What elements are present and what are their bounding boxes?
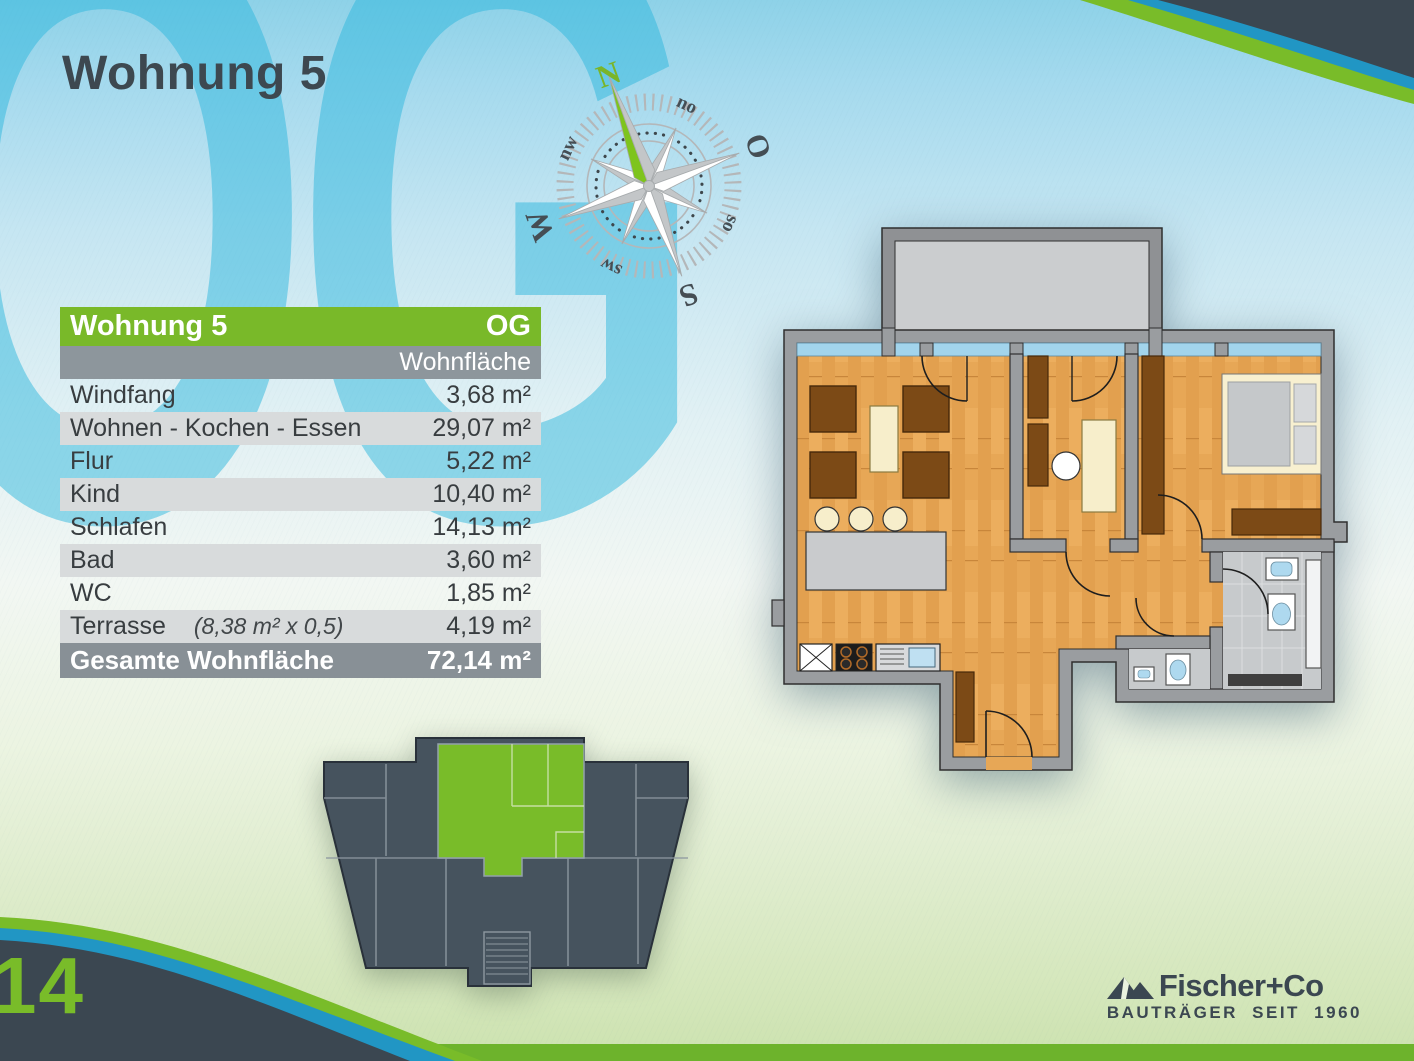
coffee-table <box>869 405 899 473</box>
kitchen-counter <box>805 531 947 591</box>
building-overview-plan <box>323 737 689 987</box>
table-floor-badge: OG <box>485 310 531 342</box>
corner-decoration-top-right <box>1080 0 1414 104</box>
apartment-interior-walls <box>511 744 584 858</box>
pillow <box>1293 383 1317 423</box>
desk <box>1081 419 1117 513</box>
table-subheader: Wohnfläche <box>60 346 541 379</box>
compass-rose-icon: N O S W no so sw nw <box>518 55 779 315</box>
terrace <box>881 227 1163 333</box>
living-room-furniture <box>809 385 950 499</box>
page-title: Wohnung 5 <box>62 47 327 100</box>
wall-notch <box>771 599 785 627</box>
column-header: Wohnfläche <box>399 348 531 376</box>
table-header: Wohnung 5 OG <box>60 307 541 346</box>
duvet <box>1227 381 1291 467</box>
wc-room <box>1129 649 1210 689</box>
window-strip <box>796 342 1322 357</box>
company-logo: Fischer+Co BAUTRÄGER SEIT 1960 <box>1106 968 1362 1022</box>
entry-area <box>955 671 1033 770</box>
interior-walls <box>1009 353 1335 690</box>
compass-label-n: N <box>591 55 625 95</box>
company-tagline: BAUTRÄGER SEIT 1960 <box>1106 1003 1362 1022</box>
main-floor-plan <box>771 227 1348 771</box>
compass-label-s: S <box>675 276 703 315</box>
compass-label-sw: sw <box>597 253 625 281</box>
roof-icon <box>1106 977 1154 999</box>
compass-label-no: no <box>673 91 700 119</box>
table-title: Wohnung 5 <box>70 310 228 342</box>
pillow <box>1293 425 1317 465</box>
company-name: Fischer+Co <box>1158 968 1324 1003</box>
highlighted-apartment <box>437 743 585 877</box>
bedroom-furniture <box>1141 355 1322 536</box>
door-arcs <box>921 355 1269 637</box>
compass-label-so: so <box>717 212 743 236</box>
compass-label-nw: nw <box>553 132 582 163</box>
window-mullions <box>881 327 1229 357</box>
compass-label-w: W <box>518 205 561 246</box>
compass-north-needle <box>608 74 656 188</box>
bath-mat <box>1228 674 1302 686</box>
table-row: Terrasse (8,38 m² x 0,5) 4,19 m² <box>60 610 541 643</box>
bedroom-wardrobe <box>1141 355 1165 535</box>
bathroom <box>1223 552 1322 689</box>
compass-label-o: O <box>738 129 779 164</box>
page-footer-bar <box>0 1044 1414 1061</box>
kitchen <box>799 506 947 672</box>
bathtub <box>1305 559 1322 669</box>
table-footer: Gesamte Wohnfläche 72,14 m² <box>60 643 541 678</box>
stairwell <box>483 931 531 985</box>
kid-room-furniture <box>1027 355 1117 513</box>
chair <box>1051 451 1081 481</box>
entry-wardrobe <box>955 671 975 743</box>
terrasse-note: (8,38 m² x 0,5) <box>193 613 344 639</box>
sideboard <box>1231 508 1322 536</box>
page-number: 14 <box>0 941 85 1030</box>
